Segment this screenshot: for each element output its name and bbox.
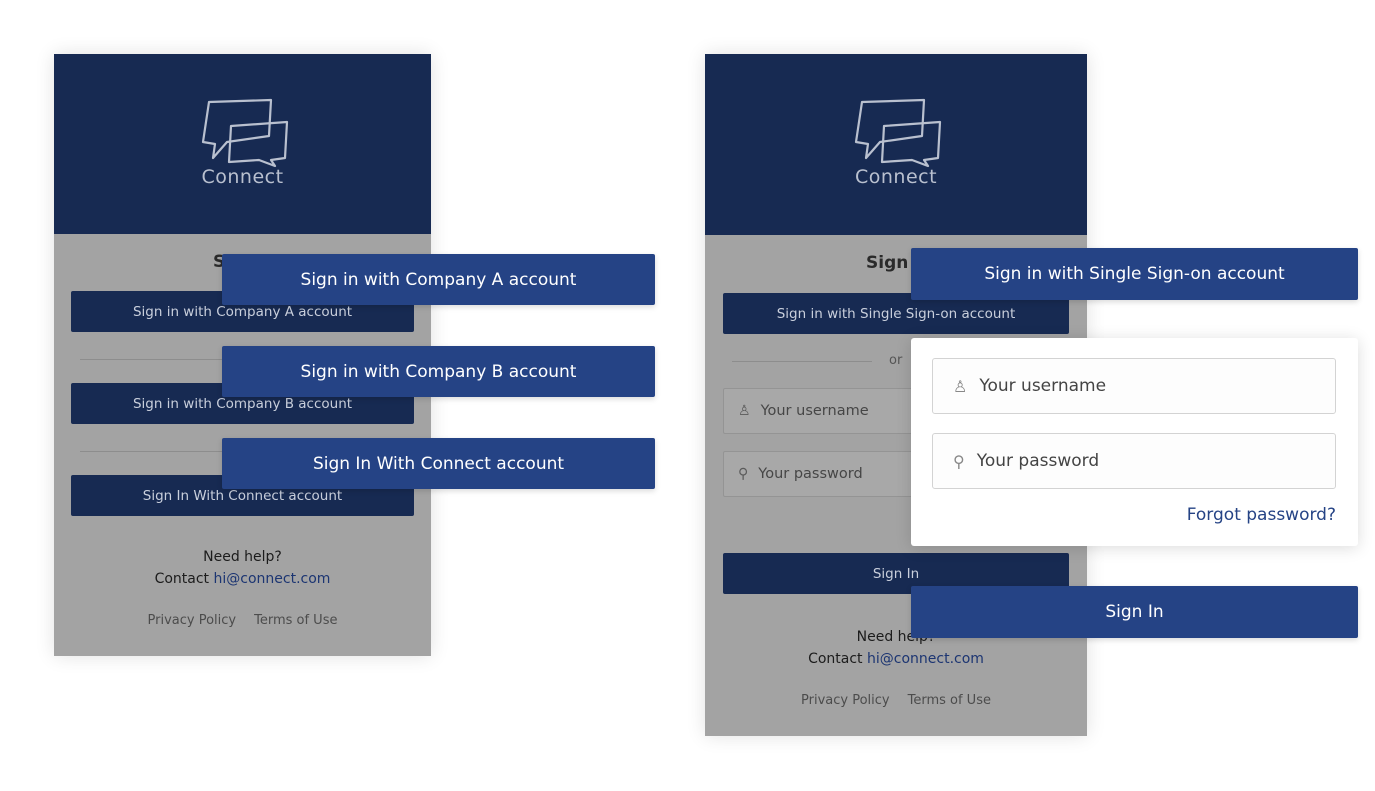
logo-text: Connect (201, 166, 284, 188)
sso-callout-button[interactable]: Sign in with Single Sign-on account (911, 248, 1358, 300)
username-placeholder: Your username (760, 403, 869, 419)
help-contact: Contact hi@connect.com (705, 648, 1087, 670)
key-icon: ⚲ (738, 466, 749, 482)
app-logo: Connect (183, 96, 303, 188)
chat-bubbles-logo-icon (201, 98, 288, 168)
or-separator: or (889, 353, 903, 368)
username-placeholder: Your username (979, 376, 1107, 396)
company-a-callout-button[interactable]: Sign in with Company A account (222, 254, 655, 305)
terms-of-use-link[interactable]: Terms of Use (907, 693, 991, 708)
footer-links: Privacy Policy Terms of Use (705, 693, 1087, 708)
password-field[interactable]: ⚲ Your password (723, 451, 923, 497)
contact-label: Contact (154, 571, 214, 587)
forgot-password-link[interactable]: Forgot password? (1186, 505, 1336, 525)
password-placeholder: Your password (976, 451, 1100, 471)
connect-callout-button[interactable]: Sign In With Connect account (222, 438, 655, 489)
password-input[interactable]: ⚲ Your password (932, 433, 1336, 489)
app-header: Connect (705, 54, 1087, 235)
contact-email-link[interactable]: hi@connect.com (867, 651, 984, 667)
company-b-callout-button[interactable]: Sign in with Company B account (222, 346, 655, 397)
user-icon: ♙ (953, 376, 968, 396)
signin-callout-button[interactable]: Sign In (911, 586, 1358, 638)
help-section: Need help? Contact hi@connect.com (54, 546, 431, 590)
logo-text: Connect (854, 166, 938, 188)
chat-bubbles-logo-icon (854, 98, 942, 168)
help-contact: Contact hi@connect.com (54, 568, 431, 590)
page-title: Sign I (866, 253, 921, 273)
app-header: Connect (54, 54, 431, 234)
terms-of-use-link[interactable]: Terms of Use (254, 613, 338, 628)
key-icon: ⚲ (953, 451, 965, 471)
username-field[interactable]: ♙ Your username (723, 388, 923, 434)
username-input[interactable]: ♙ Your username (932, 358, 1336, 414)
privacy-policy-link[interactable]: Privacy Policy (147, 613, 237, 628)
footer-links: Privacy Policy Terms of Use (54, 613, 431, 628)
credentials-callout-card: ♙ Your username ⚲ Your password Forgot p… (911, 338, 1358, 546)
app-logo: Connect (836, 96, 956, 188)
password-placeholder: Your password (758, 466, 863, 482)
divider-left (732, 361, 872, 362)
help-heading: Need help? (203, 549, 282, 565)
contact-label: Contact (808, 651, 867, 667)
privacy-policy-link[interactable]: Privacy Policy (801, 693, 890, 708)
user-icon: ♙ (738, 403, 751, 419)
contact-email-link[interactable]: hi@connect.com (213, 571, 331, 587)
